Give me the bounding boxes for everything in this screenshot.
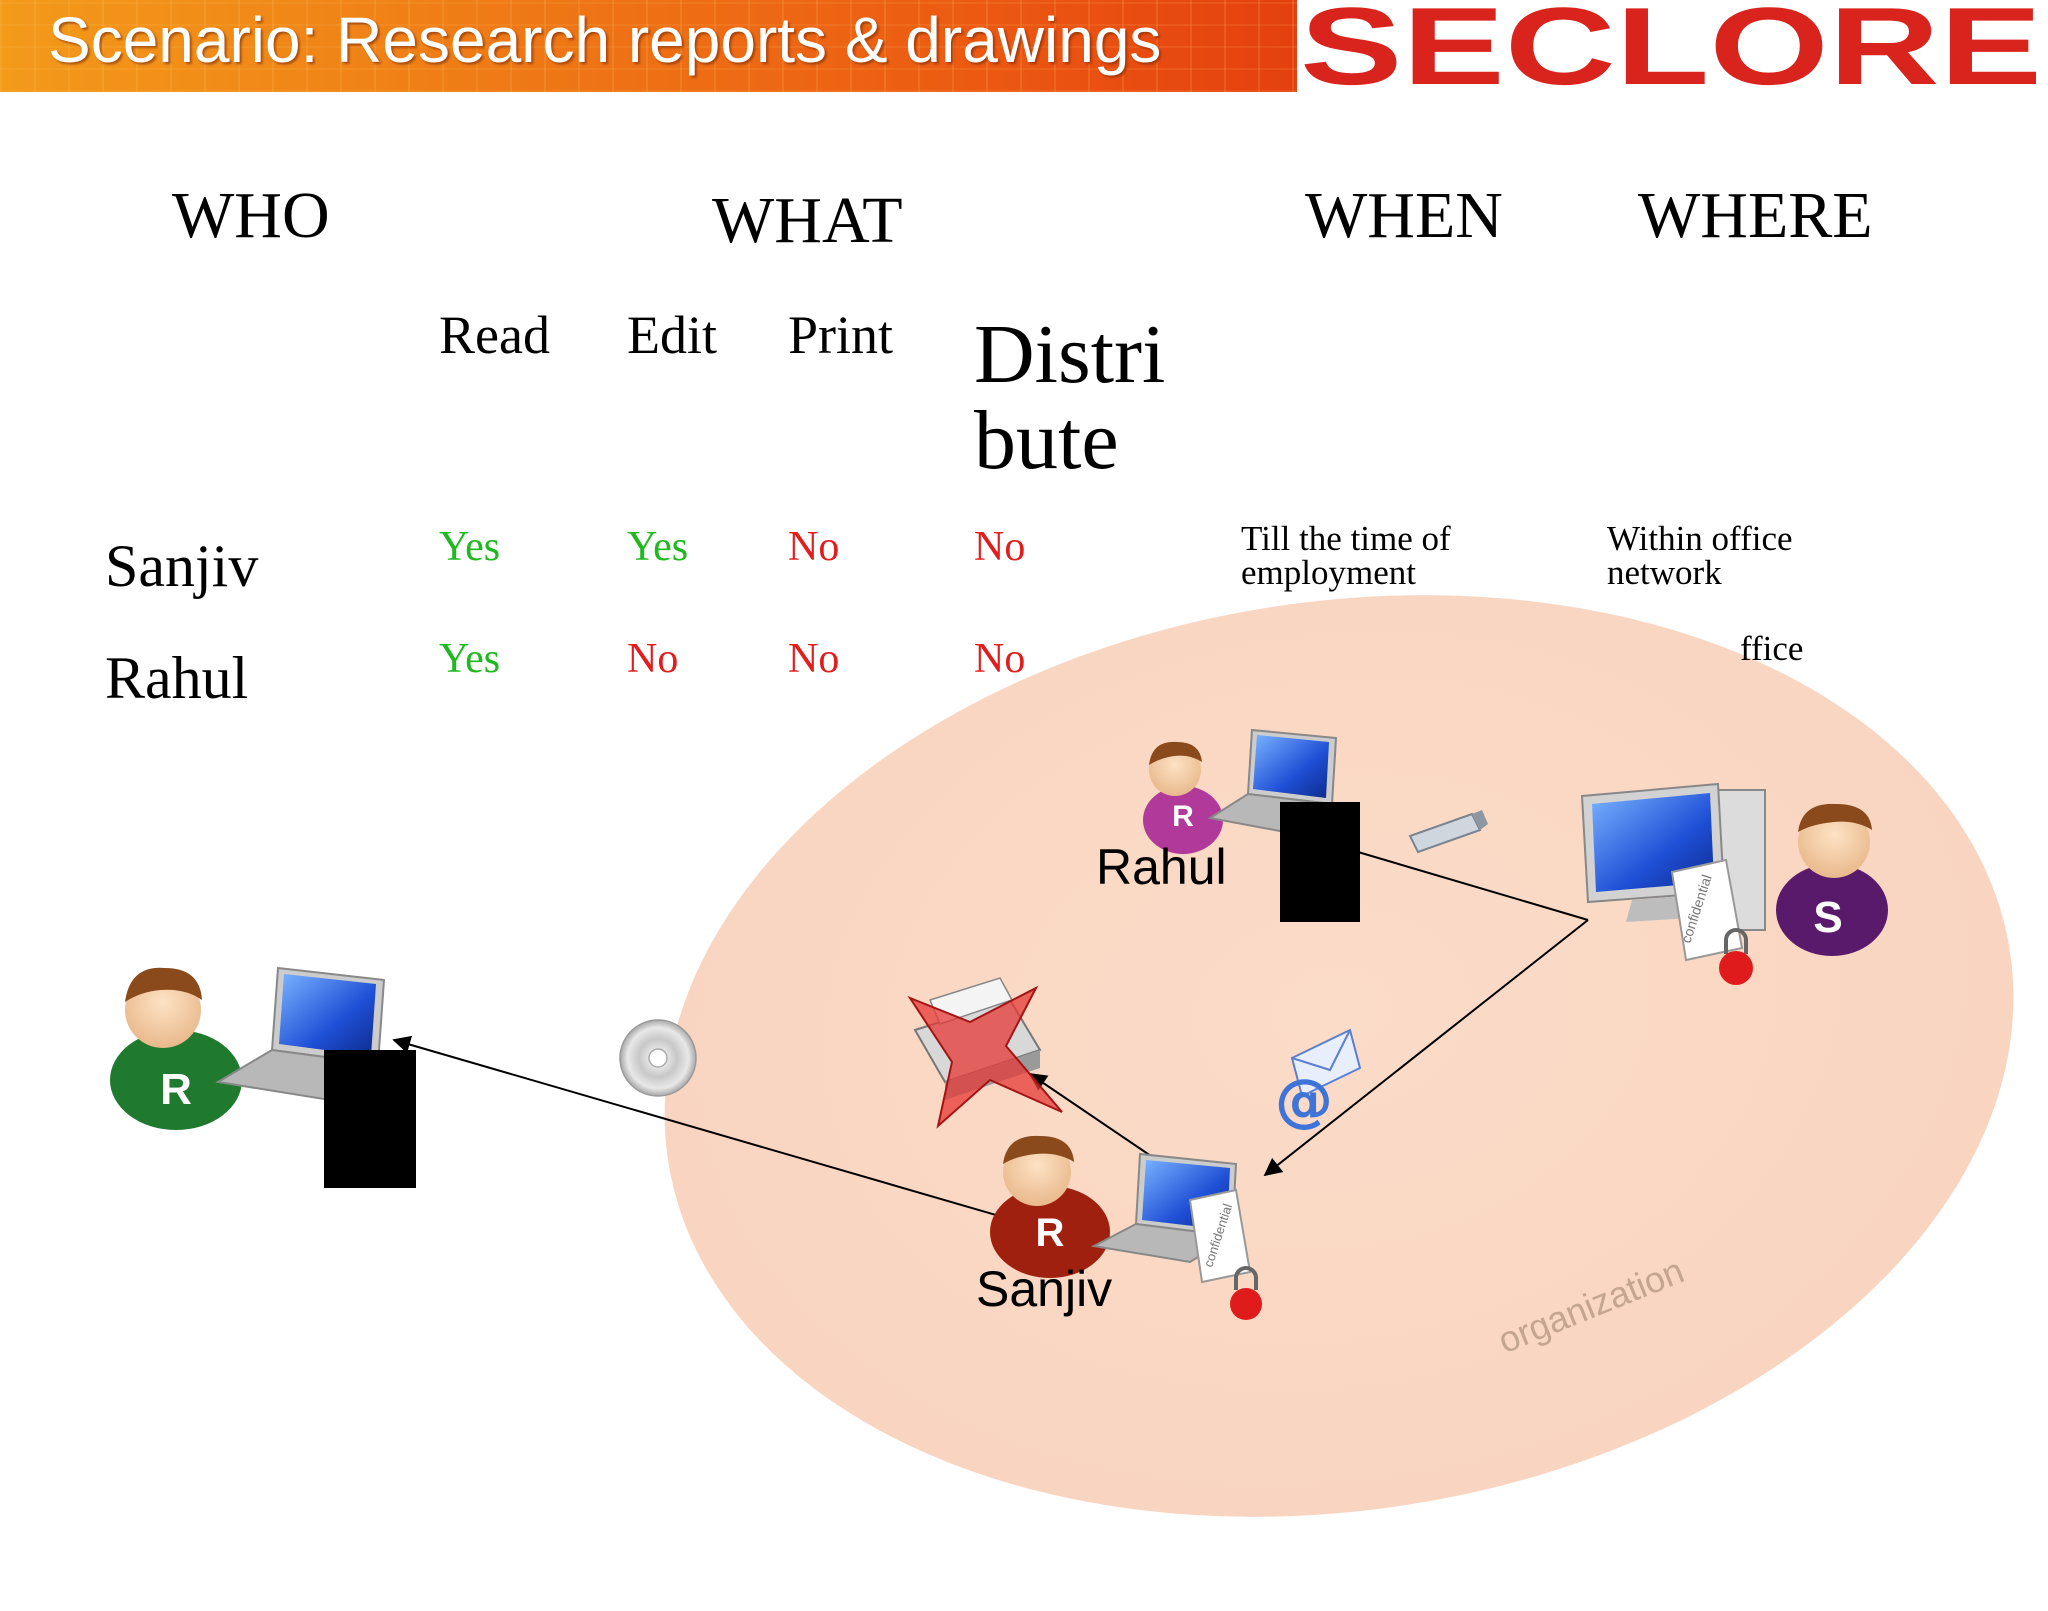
row-name-sanjiv: Sanjiv [105, 533, 259, 599]
outside-user-icon: R [110, 967, 242, 1130]
arrow-desktop-to-rahul [1357, 851, 1589, 921]
svg-text:@: @ [1275, 1066, 1333, 1134]
cell-rahul-print: No [788, 636, 840, 682]
desktop-computer-icon [1580, 782, 1766, 931]
seclore-logo: SECLORE [1300, 0, 2042, 98]
col-edit: Edit [627, 305, 717, 365]
cell-rahul-read: Yes [439, 636, 501, 682]
cell-sanjiv-where: Within office network [1607, 519, 1793, 592]
rahul-label: Rahul [1096, 839, 1227, 895]
svg-text:R: R [1172, 800, 1194, 833]
logo-area [1297, 0, 2048, 92]
cell-sanjiv-read: Yes [439, 524, 501, 570]
svg-text:S: S [1813, 893, 1842, 942]
cell-sanjiv-when: Till the time of employment [1241, 519, 1451, 592]
cell-rahul-distribute: No [974, 636, 1026, 682]
server-lock-icon [1719, 928, 1753, 985]
arrow-desktop-to-sanjiv [1263, 919, 1589, 1177]
server-confidential-document-icon: confidential [1670, 858, 1744, 962]
cd-icon [619, 1019, 697, 1097]
cell-sanjiv-print: No [788, 524, 840, 570]
header-where: WHERE [1638, 179, 1873, 252]
svg-text:R: R [160, 1065, 192, 1114]
header-banner: Scenario: Research reports & drawings [0, 0, 1297, 92]
header-when: WHEN [1305, 179, 1503, 252]
sanjiv-lock-icon [1230, 1266, 1262, 1320]
rahul-user-icon: R [1143, 741, 1223, 854]
circuit-pattern [0, 0, 1297, 92]
arrow-sanjiv-to-outside [392, 1035, 1021, 1223]
sanjiv-label: Sanjiv [976, 1261, 1113, 1317]
header-what: WHAT [712, 184, 903, 257]
seclore-logo-text: SECLORE [1300, 0, 2042, 98]
cell-rahul-edit: No [627, 636, 679, 682]
sanjiv-server-user-icon: S [1776, 803, 1888, 956]
slide-title: Scenario: Research reports & drawings [48, 4, 1162, 76]
col-read: Read [439, 305, 550, 365]
cell-rahul-where-partial: ffice [1740, 629, 1804, 668]
usb-drive-icon [1408, 810, 1488, 854]
cell-sanjiv-distribute: No [974, 524, 1026, 570]
row-name-rahul: Rahul [105, 645, 249, 711]
header-who: WHO [172, 179, 330, 252]
svg-text:R: R [1036, 1211, 1065, 1255]
col-distribute: Distri bute [974, 308, 1166, 487]
col-print: Print [788, 305, 894, 365]
sanjiv-confidential-document-icon: confidential [1188, 1188, 1252, 1284]
blocked-x-icon [907, 985, 1063, 1129]
sanjiv-user-icon: R [990, 1135, 1110, 1278]
redacted-document-outside [324, 1050, 416, 1188]
cell-sanjiv-edit: Yes [627, 524, 689, 570]
redacted-document-rahul [1280, 802, 1360, 922]
flow-diagram: R @ R [110, 728, 1888, 1320]
email-icon: @ [1275, 1028, 1362, 1134]
